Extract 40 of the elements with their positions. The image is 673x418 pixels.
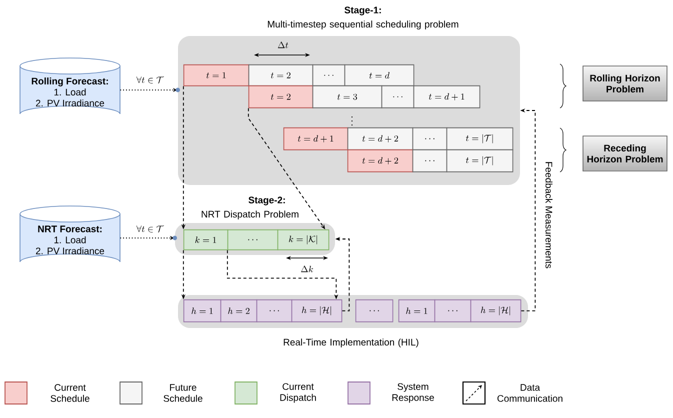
edge-label: $\forall t \in \mathcal{T}$	[136, 76, 164, 84]
legend-text: Current Dispatch	[280, 383, 316, 403]
stage-subtitle: NRT Dispatch Problem	[202, 210, 298, 220]
response-cell: $h=|\mathcal{H}|$	[291, 299, 342, 322]
dimension-label: $\Delta t$	[278, 42, 288, 48]
schedule-cell: $t=d+2$	[347, 127, 414, 150]
edge-label: Feedback Measurements	[546, 162, 552, 268]
response-cell: $\ldots$	[355, 299, 394, 322]
dispatch-cell: $\ldots$	[227, 229, 278, 250]
response-cell: $h=2$	[220, 299, 258, 322]
response-cell: $h=1$	[183, 299, 222, 322]
legend-text: Future Schedule	[164, 384, 202, 402]
edge-label: $\forall t \in \mathcal{T}$	[136, 225, 164, 232]
dispatch-cell: $k=1$	[183, 229, 228, 250]
schedule-cell: $\ldots$	[412, 149, 448, 172]
stage-heading: Stage-2:	[248, 196, 285, 206]
response-cell: $\ldots$	[434, 299, 472, 322]
legend-text: Current Schedule	[50, 384, 90, 402]
schedule-cell: $t=|\mathcal{T}|$	[446, 127, 514, 150]
response-cell: $h=|\mathcal{H}|$	[470, 299, 522, 322]
schedule-cell: $\ldots$	[312, 64, 346, 86]
problem-box: Rolling Horizon Problem	[582, 66, 668, 102]
dimension-label: $\Delta k$	[301, 266, 313, 272]
schedule-cell: $\ldots$	[381, 85, 414, 108]
legend-text: Data Communication	[497, 384, 562, 402]
schedule-cell: $t=d+2$	[347, 149, 414, 172]
problem-box: Receding Horizon Problem	[582, 136, 668, 172]
legend-text: System Response	[392, 383, 434, 403]
dispatch-cell: $k=|\mathcal{K}|$	[277, 229, 330, 250]
schedule-cell: $t=2$	[248, 85, 314, 108]
stage-subtitle: Multi-timestep sequential scheduling problem	[268, 20, 458, 30]
schedule-cell: $\ldots$	[412, 127, 448, 150]
schedule-cell: $t=1$	[183, 64, 250, 86]
schedule-cell: $t=d+1$	[283, 127, 348, 150]
response-cell: $h=1$	[398, 299, 436, 322]
stage-heading: Stage-1:	[344, 6, 381, 16]
response-cell: $\ldots$	[256, 299, 292, 322]
schedule-cell: $t=|\mathcal{T}|$	[446, 149, 514, 172]
panel-caption: Real-Time Implementation (HIL)	[284, 338, 418, 348]
schedule-cell: $t=2$	[248, 64, 314, 86]
